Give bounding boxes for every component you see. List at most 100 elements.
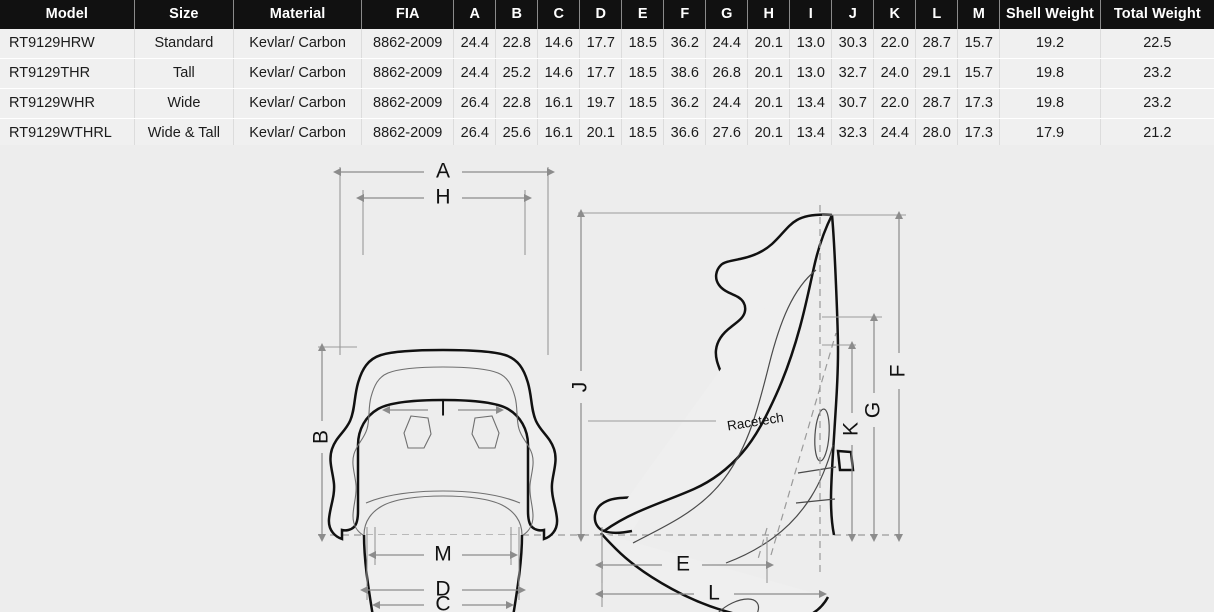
column-header-e: E bbox=[621, 0, 665, 29]
cell-model: RT9129WTHRL bbox=[0, 118, 135, 149]
table-row: RT9129WTHRL Wide & Tall Kevlar/ Carbon 8… bbox=[0, 118, 1214, 149]
cell-fia: 8862-2009 bbox=[361, 58, 455, 89]
cell-m: 15.7 bbox=[957, 58, 1001, 89]
cell-material: Kevlar/ Carbon bbox=[233, 29, 363, 59]
dimension-label-g: G bbox=[862, 402, 885, 418]
cell-h: 20.1 bbox=[747, 29, 791, 59]
side-view-strap-lower bbox=[795, 498, 836, 504]
diagram-svg: A H I C B bbox=[310, 160, 910, 612]
side-view-front-lip bbox=[600, 532, 830, 612]
side-view-angle-reference bbox=[770, 332, 837, 556]
dimension-label-m: M bbox=[434, 543, 452, 566]
column-header-d: D bbox=[579, 0, 623, 29]
cell-e: 18.5 bbox=[621, 118, 665, 149]
side-view-backrest-rear bbox=[829, 214, 840, 536]
cell-k: 24.4 bbox=[873, 118, 917, 149]
cell-shell-weight: 17.9 bbox=[999, 118, 1101, 149]
column-header-size: Size bbox=[134, 0, 235, 29]
spec-table-container: Model Size Material FIA A B C D E F G H … bbox=[0, 0, 1214, 149]
column-header-total-weight: Total Weight bbox=[1100, 0, 1214, 29]
cell-c: 14.6 bbox=[537, 58, 581, 89]
column-header-b: B bbox=[495, 0, 539, 29]
dimension-j: J bbox=[569, 209, 800, 542]
cell-d: 19.7 bbox=[579, 88, 623, 119]
column-header-c: C bbox=[537, 0, 581, 29]
cell-size: Tall bbox=[134, 58, 235, 89]
cell-a: 24.4 bbox=[453, 29, 497, 59]
cell-i: 13.0 bbox=[789, 58, 833, 89]
cell-i: 13.0 bbox=[789, 29, 833, 59]
cell-k: 24.0 bbox=[873, 58, 917, 89]
cell-model: RT9129HRW bbox=[0, 29, 135, 59]
dimension-label-h: H bbox=[435, 186, 450, 209]
column-header-g: G bbox=[705, 0, 749, 29]
dimension-label-d: D bbox=[435, 578, 450, 601]
cell-d: 20.1 bbox=[579, 118, 623, 149]
dimension-label-b: B bbox=[310, 430, 333, 444]
front-view-lower-body bbox=[362, 534, 524, 612]
cell-c: 16.1 bbox=[537, 118, 581, 149]
seat-dimension-diagram: A H I C B bbox=[0, 145, 1214, 612]
cell-h: 20.1 bbox=[747, 58, 791, 89]
cell-h: 20.1 bbox=[747, 88, 791, 119]
dimension-label-i: I bbox=[440, 398, 446, 421]
column-header-j: J bbox=[831, 0, 875, 29]
cell-fia: 8862-2009 bbox=[361, 29, 455, 59]
front-view-seat-pan-line bbox=[365, 490, 521, 504]
cell-k: 22.0 bbox=[873, 29, 917, 59]
cell-j: 32.7 bbox=[831, 58, 875, 89]
side-view-mounting-tab bbox=[836, 449, 855, 472]
cell-size: Wide bbox=[134, 88, 235, 119]
cell-b: 25.2 bbox=[495, 58, 539, 89]
front-view-harness-slot-right bbox=[471, 415, 500, 449]
cell-material: Kevlar/ Carbon bbox=[233, 88, 363, 119]
table-row: RT9129THR Tall Kevlar/ Carbon 8862-2009 … bbox=[0, 58, 1214, 89]
side-view-inner-contour bbox=[632, 269, 817, 544]
cell-j: 32.3 bbox=[831, 118, 875, 149]
cell-d: 17.7 bbox=[579, 29, 623, 59]
dimension-d: D bbox=[360, 527, 526, 601]
cell-size: Wide & Tall bbox=[134, 118, 235, 149]
cell-g: 27.6 bbox=[705, 118, 749, 149]
table-header-row: Model Size Material FIA A B C D E F G H … bbox=[0, 0, 1214, 29]
front-view-harness-slot-left bbox=[403, 415, 432, 449]
dimension-label-e: E bbox=[676, 553, 690, 576]
front-view-group: A H I C B bbox=[310, 160, 559, 612]
dimension-label-c: C bbox=[435, 593, 450, 612]
cell-e: 18.5 bbox=[621, 58, 665, 89]
cell-size: Standard bbox=[134, 29, 235, 59]
side-view-strap-upper bbox=[797, 466, 837, 474]
cell-e: 18.5 bbox=[621, 29, 665, 59]
cell-l: 28.0 bbox=[915, 118, 959, 149]
cell-fia: 8862-2009 bbox=[361, 118, 455, 149]
column-header-fia: FIA bbox=[361, 0, 455, 29]
cell-j: 30.3 bbox=[831, 29, 875, 59]
cell-i: 13.4 bbox=[789, 88, 833, 119]
dimension-f: F bbox=[822, 211, 910, 542]
dimension-a: A bbox=[333, 160, 555, 355]
cell-f: 38.6 bbox=[663, 58, 707, 89]
dimension-label-j: J bbox=[569, 382, 592, 393]
dimension-b: B bbox=[310, 343, 357, 542]
column-header-h: H bbox=[747, 0, 791, 29]
dimension-label-l: L bbox=[708, 582, 720, 605]
cell-g: 26.8 bbox=[705, 58, 749, 89]
column-header-m: M bbox=[957, 0, 1001, 29]
front-view-inner-contour bbox=[442, 366, 534, 536]
column-header-i: I bbox=[789, 0, 833, 29]
cell-c: 16.1 bbox=[537, 88, 581, 119]
cell-e: 18.5 bbox=[621, 88, 665, 119]
cell-h: 20.1 bbox=[747, 118, 791, 149]
front-view-inner-contour-left bbox=[352, 366, 444, 536]
cell-a: 24.4 bbox=[453, 58, 497, 89]
side-view-cushion-base bbox=[603, 214, 834, 533]
cell-b: 25.6 bbox=[495, 118, 539, 149]
table-row: RT9129WHR Wide Kevlar/ Carbon 8862-2009 … bbox=[0, 88, 1214, 119]
cell-fia: 8862-2009 bbox=[361, 88, 455, 119]
side-view-seat-outline bbox=[593, 213, 833, 535]
dimension-c: C bbox=[372, 593, 514, 612]
dimension-k: K bbox=[822, 341, 863, 542]
seat-spec-table: Model Size Material FIA A B C D E F G H … bbox=[0, 0, 1214, 149]
side-view-group: Racetech J F G bbox=[569, 205, 910, 612]
side-view-lumbar-opening bbox=[718, 598, 760, 612]
